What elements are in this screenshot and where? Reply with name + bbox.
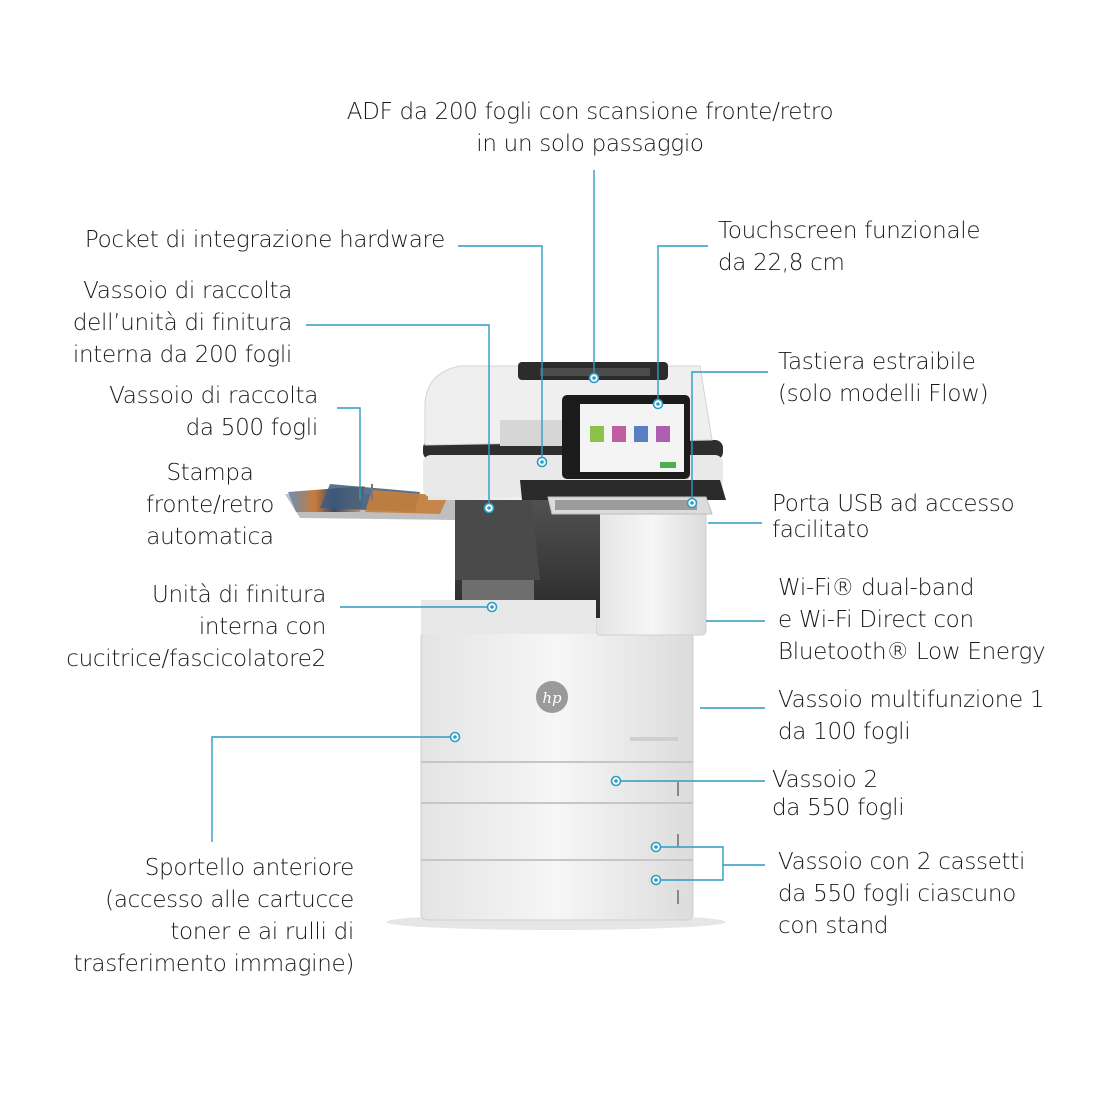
printer-right-body: [595, 499, 707, 636]
label-unita-finitura-line-1: Unità di finitura: [151, 582, 326, 608]
label-stampa-fronte-retro: Stampa fronte/retro automatica: [110, 457, 310, 553]
label-porta-usb-line-1: Porta USB ad accesso: [772, 491, 1015, 517]
hp-logo: [536, 681, 568, 713]
label-tastiera: Tastiera estraibile (solo modelli Flow): [778, 346, 989, 410]
label-wifi: Wi-Fi® dual-band e Wi-Fi Direct con Blue…: [778, 572, 1046, 668]
label-wifi-line-1: Wi-Fi® dual-band: [778, 575, 975, 601]
label-porta-usb-line-2: facilitato: [772, 517, 870, 543]
hp-logo-text: hp: [542, 689, 562, 707]
callout-lines: [211, 170, 768, 881]
label-vassoio-raccolta-200-line-3: interna da 200 fogli: [72, 342, 292, 368]
label-adf-line-2: in un solo passaggio: [476, 131, 704, 157]
label-unita-finitura-line-2: interna con: [198, 614, 326, 640]
label-adf: ADF da 200 fogli con scansione fronte/re…: [300, 96, 880, 160]
label-sportello-anteriore-line-4: trasferimento immagine): [73, 951, 355, 977]
label-vassoio-2-line-2: da 550 fogli: [772, 795, 905, 821]
label-unita-finitura: Unità di finitura interna con cucitrice/…: [30, 579, 326, 675]
label-sportello-anteriore-line-3: toner e ai rulli di: [170, 919, 354, 945]
label-sportello-anteriore-line-1: Sportello anteriore: [144, 855, 355, 881]
label-vassoio-multifunzione-line-1: Vassoio multifunzione 1: [778, 687, 1045, 713]
label-vassoio-cassetti: Vassoio con 2 cassetti da 550 fogli cias…: [778, 846, 1025, 942]
label-vassoio-cassetti-line-1: Vassoio con 2 cassetti: [778, 849, 1026, 875]
label-vassoio-cassetti-line-2: da 550 fogli ciascuno: [778, 881, 1016, 907]
label-vassoio-multifunzione-line-2: da 100 fogli: [778, 719, 911, 745]
label-vassoio-cassetti-line-3: con stand: [778, 913, 889, 939]
label-unita-finitura-line-3: cucitrice/fascicolatore2: [66, 646, 326, 672]
label-vassoio-raccolta-200: Vassoio di raccolta dell’unità di finitu…: [20, 275, 292, 371]
label-pocket: Pocket di integrazione hardware: [40, 224, 445, 256]
label-touchscreen-line-1: Touchscreen funzionale: [718, 218, 981, 244]
label-vassoio-2: Vassoio 2 da 550 fogli: [772, 764, 905, 824]
label-stampa-fronte-retro-line-3: automatica: [146, 524, 274, 550]
label-stampa-fronte-retro-line-1: Stampa: [166, 460, 254, 486]
label-touchscreen: Touchscreen funzionale da 22,8 cm: [718, 215, 980, 279]
label-tastiera-line-1: Tastiera estraibile: [778, 349, 976, 375]
label-sportello-anteriore-line-2: (accesso alle cartucce: [105, 887, 354, 913]
label-vassoio-raccolta-200-line-2: dell’unità di finitura: [72, 310, 292, 336]
label-vassoio-raccolta-500-line-1: Vassoio di raccolta: [109, 383, 318, 409]
label-tastiera-line-2: (solo modelli Flow): [778, 381, 989, 407]
label-adf-line-1: ADF da 200 fogli con scansione fronte/re…: [346, 99, 834, 125]
label-porta-usb: Porta USB ad accesso facilitato: [772, 488, 1015, 546]
label-sportello-anteriore: Sportello anteriore (accesso alle cartuc…: [20, 852, 355, 980]
label-vassoio-raccolta-500: Vassoio di raccolta da 500 fogli: [40, 380, 318, 444]
label-touchscreen-line-2: da 22,8 cm: [718, 250, 845, 276]
label-pocket-line-1: Pocket di integrazione hardware: [84, 227, 445, 253]
label-vassoio-raccolta-500-line-2: da 500 fogli: [185, 415, 319, 441]
label-wifi-line-3: Bluetooth® Low Energy: [778, 639, 1046, 665]
label-vassoio-2-line-1: Vassoio 2: [772, 767, 878, 793]
label-vassoio-multifunzione: Vassoio multifunzione 1 da 100 fogli: [778, 684, 1045, 748]
label-stampa-fronte-retro-line-2: fronte/retro: [145, 492, 275, 518]
label-wifi-line-2: e Wi-Fi Direct con: [778, 607, 974, 633]
label-vassoio-raccolta-200-line-1: Vassoio di raccolta: [83, 278, 292, 304]
